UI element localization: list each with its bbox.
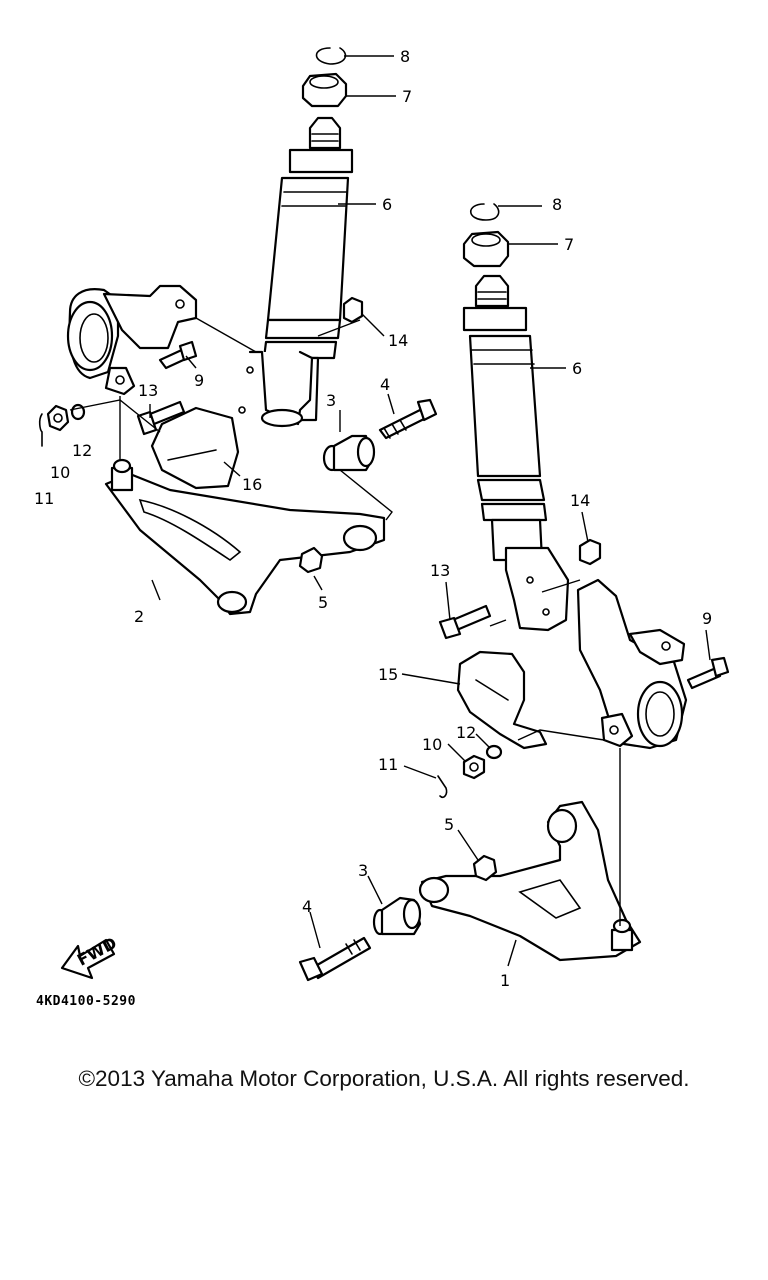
label-13-right: 13: [430, 561, 450, 580]
right-washer-12: [485, 744, 503, 760]
label-3-right: 3: [358, 861, 368, 880]
right-a-arm-1: [418, 800, 642, 962]
left-circlip: [315, 47, 347, 65]
label-11-left: 11: [34, 489, 54, 508]
right-knuckle: [576, 578, 688, 750]
label-7-left: 7: [402, 87, 412, 106]
left-cotter-pin-11: [38, 413, 43, 447]
right-bolt-4: [298, 936, 372, 982]
left-knuckle: [66, 284, 198, 396]
label-7-right: 7: [564, 235, 574, 254]
label-5-right: 5: [444, 815, 454, 834]
parts-diagram: FWD: [34, 47, 730, 990]
diagram-code: 4KD4100-5290: [36, 994, 136, 1009]
label-4-right: 4: [302, 897, 312, 916]
left-guard-16: [150, 406, 240, 490]
left-nut-5: [298, 546, 324, 574]
label-9-left: 9: [194, 371, 204, 390]
label-5-left: 5: [318, 593, 328, 612]
label-14-right: 14: [570, 491, 590, 510]
right-guard-15: [456, 650, 548, 750]
label-8-right: 8: [552, 195, 562, 214]
right-bolt-9: [686, 656, 730, 690]
label-6-right: 6: [572, 359, 582, 378]
label-4-left: 4: [380, 375, 390, 394]
label-3-left: 3: [326, 391, 336, 410]
part-labels: 8 7 6 14 9 13 3 4 12 10 11 16 2 5 8 7 6 …: [34, 47, 712, 990]
right-shock-absorber: [462, 274, 570, 632]
fwd-arrow-icon: FWD: [60, 933, 120, 980]
label-10-right: 10: [422, 735, 442, 754]
right-bolt-13: [438, 604, 492, 640]
right-nut: [462, 230, 510, 268]
label-12-left: 12: [72, 441, 92, 460]
label-9-right: 9: [702, 609, 712, 628]
left-bolt-13: [136, 400, 186, 436]
label-13-left: 13: [138, 381, 158, 400]
label-12-right: 12: [456, 723, 476, 742]
right-nut-5: [472, 854, 498, 882]
label-16-left: 16: [242, 475, 262, 494]
right-assembly: [298, 203, 730, 982]
label-10-left: 10: [50, 463, 70, 482]
left-nut: [301, 72, 348, 108]
left-bolt-9: [158, 340, 198, 370]
label-14-left: 14: [388, 331, 408, 350]
label-8-left: 8: [400, 47, 410, 66]
left-bushing-3: [322, 434, 376, 472]
right-nut-10: [462, 754, 486, 780]
leader-lines: [69, 55, 711, 967]
label-15-right: 15: [378, 665, 398, 684]
right-bushing-3: [372, 896, 422, 936]
right-nut-14: [578, 538, 602, 566]
left-nut-10: [46, 404, 70, 432]
label-11-right: 11: [378, 755, 398, 774]
left-shock-absorber: [238, 116, 354, 428]
label-1-right: 1: [500, 971, 510, 990]
right-circlip: [469, 203, 500, 221]
copyright-text: ©2013 Yamaha Motor Corporation, U.S.A. A…: [78, 1066, 690, 1091]
left-nut-14: [342, 296, 364, 324]
left-assembly: [38, 47, 438, 616]
right-cotter-pin-11: [437, 775, 448, 799]
label-6-left: 6: [382, 195, 392, 214]
label-2-left: 2: [134, 607, 144, 626]
left-bolt-4: [378, 398, 438, 440]
